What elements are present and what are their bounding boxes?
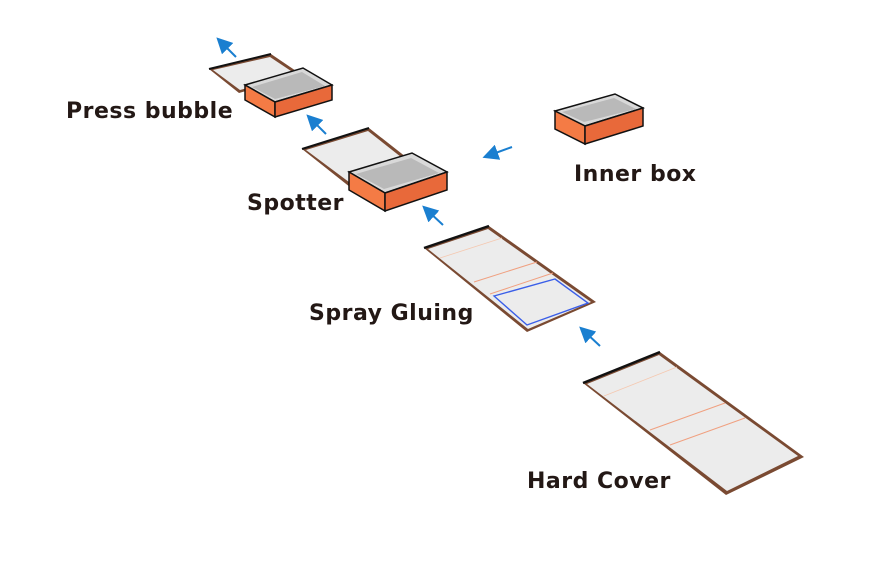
inner-box [552, 93, 646, 146]
press-bubble-assembly [208, 53, 334, 119]
label-spray-gluing: Spray Gluing [309, 301, 474, 326]
label-press-bubble: Press bubble [66, 99, 234, 124]
label-inner-box: Inner box [574, 162, 697, 187]
arrow-output [216, 37, 237, 58]
arrow-to-press-bubble [306, 114, 327, 135]
spray-gluing-board [423, 224, 596, 332]
arrow-to-spray-gluing [579, 326, 601, 347]
arrow-inner-box-feed [482, 144, 513, 160]
spotter-assembly [301, 127, 449, 213]
label-hard-cover: Hard Cover [527, 469, 671, 494]
label-spotter: Spotter [247, 191, 345, 216]
arrow-to-spotter [422, 205, 444, 226]
hard-cover-board [582, 350, 804, 495]
